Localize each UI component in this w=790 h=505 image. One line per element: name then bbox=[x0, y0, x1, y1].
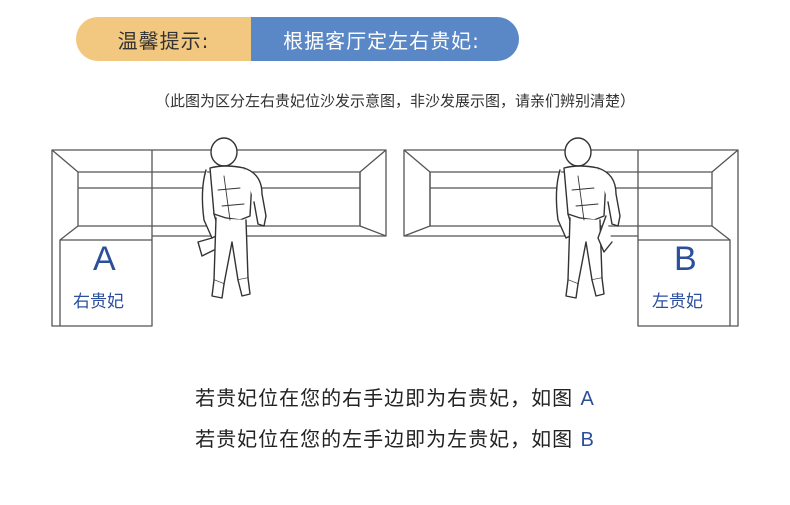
sofa-b-letter: B bbox=[674, 240, 697, 278]
sofa-a-letter: A bbox=[93, 240, 116, 278]
tip-banner: 根据客厅定左右贵妃: 温馨提示: bbox=[76, 17, 519, 61]
tip-message: 根据客厅定左右贵妃: bbox=[283, 28, 480, 53]
sofa-b-label: 左贵妃 bbox=[652, 292, 703, 312]
tip-label: 温馨提示: bbox=[117, 28, 210, 53]
person-icon bbox=[197, 137, 267, 299]
tip-label-pill: 温馨提示: bbox=[76, 17, 251, 61]
tip-message-pill: 根据客厅定左右贵妃: bbox=[226, 17, 519, 61]
instruction-text-a: 若贵妃位在您的右手边即为右贵妃，如图 bbox=[195, 386, 574, 410]
disclaimer-note: （此图为区分左右贵妃位沙发示意图，非沙发展示图，请亲们辨别清楚） bbox=[154, 92, 635, 110]
sofa-diagram bbox=[51, 137, 739, 327]
instruction-line-b: 若贵妃位在您的左手边即为左贵妃，如图 B bbox=[0, 423, 790, 452]
instruction-letter-b: B bbox=[580, 429, 595, 451]
instruction-line-a: 若贵妃位在您的右手边即为右贵妃，如图 A bbox=[0, 382, 790, 411]
sofa-a-label: 右贵妃 bbox=[73, 292, 124, 312]
person-icon bbox=[555, 137, 621, 299]
instruction-text-b: 若贵妃位在您的左手边即为左贵妃，如图 bbox=[195, 427, 574, 451]
instruction-letter-a: A bbox=[580, 388, 595, 410]
